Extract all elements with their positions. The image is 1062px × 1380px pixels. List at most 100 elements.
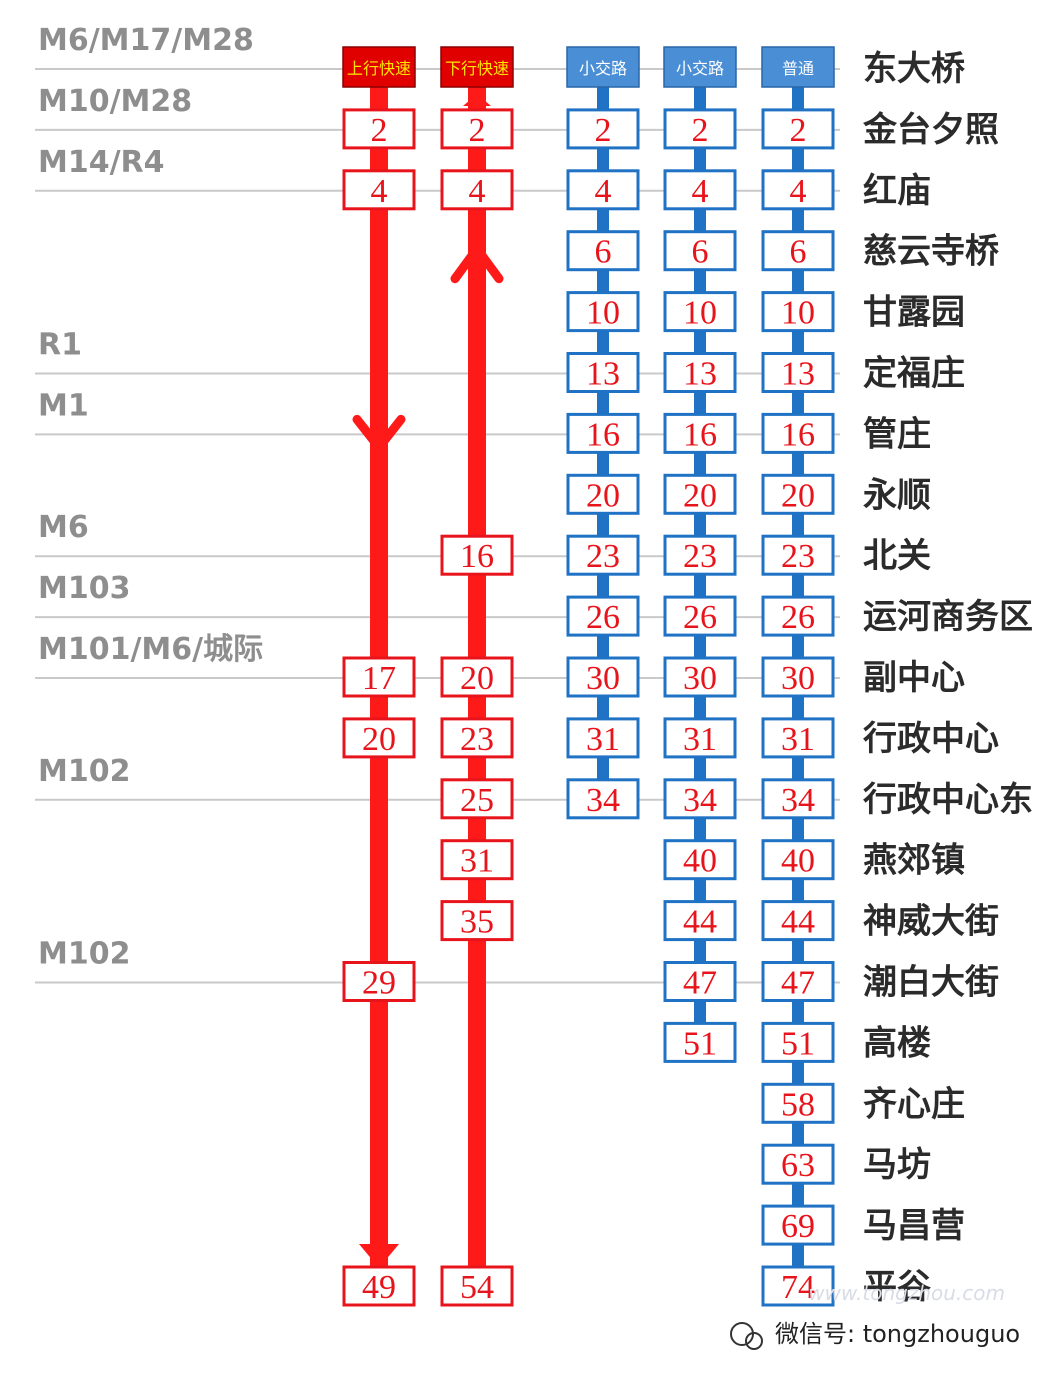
column-header-box [761, 46, 835, 88]
stop-box [663, 595, 737, 637]
stop-box [663, 656, 737, 698]
stop-box [342, 656, 416, 698]
stop-time: 2 [469, 112, 486, 149]
station-name: 永顺 [863, 475, 931, 515]
stop-box [663, 839, 737, 881]
chevron-up-icon [450, 241, 504, 284]
chevron-down-icon [352, 414, 406, 455]
stop-box [342, 717, 416, 759]
station-name: 北关 [863, 536, 931, 576]
stop-time: 4 [371, 173, 388, 210]
stop-time: 30 [781, 660, 815, 697]
stop-box [761, 900, 835, 942]
stop-box [663, 534, 737, 576]
stop-time: 26 [781, 599, 815, 636]
stop-box [440, 839, 514, 881]
stop-box [342, 108, 416, 150]
stop-time: 31 [683, 721, 717, 758]
station-name: 燕郊镇 [863, 841, 965, 881]
stop-time: 16 [683, 416, 717, 453]
arrow-down-icon [359, 1244, 399, 1268]
stop-box [566, 534, 640, 576]
transfer-label: M14/R4 [38, 145, 165, 180]
stop-box [761, 169, 835, 211]
stop-box [566, 717, 640, 759]
wechat-id: 微信号: tongzhouguo [775, 1320, 1020, 1348]
stop-box [342, 1265, 416, 1307]
stop-box [663, 717, 737, 759]
stop-box [761, 717, 835, 759]
stop-box [663, 961, 737, 1002]
arrow-up-icon [463, 94, 491, 106]
transfer-label: M6 [38, 510, 89, 545]
stop-box [440, 534, 514, 576]
station-name: 行政中心 [863, 719, 999, 759]
stop-time: 47 [781, 965, 815, 1002]
stop-box [566, 169, 640, 211]
station-name: 马坊 [863, 1145, 931, 1185]
column-header-label: 普通 [782, 59, 814, 78]
stop-time: 40 [781, 843, 815, 880]
stop-time: 6 [595, 234, 612, 271]
stop-time: 10 [781, 295, 815, 332]
stop-box [761, 595, 835, 637]
stop-box [663, 778, 737, 820]
stop-box [566, 656, 640, 698]
stop-time: 49 [362, 1269, 396, 1306]
station-name: 红庙 [863, 171, 931, 211]
stop-time: 17 [362, 660, 396, 697]
stop-time: 69 [781, 1208, 815, 1245]
stop-box [566, 778, 640, 820]
stop-box [761, 839, 835, 881]
stop-box [663, 473, 737, 515]
transfer-label: M102 [38, 754, 130, 789]
stop-box [761, 352, 835, 393]
stop-box [761, 230, 835, 272]
transfer-label: M6/M17/M28 [38, 23, 254, 58]
stop-time: 34 [781, 782, 815, 819]
stop-time: 30 [586, 660, 620, 697]
stop-time: 44 [683, 904, 717, 941]
stop-box [440, 656, 514, 698]
transfer-label: R1 [38, 328, 82, 363]
column-header-box [566, 46, 640, 88]
column-header-label: 小交路 [676, 59, 724, 78]
stop-time: 20 [683, 477, 717, 514]
stop-box [440, 778, 514, 820]
transfer-label: M102 [38, 937, 130, 972]
stop-time: 29 [362, 965, 396, 1002]
station-name: 副中心 [863, 658, 965, 698]
stop-time: 2 [371, 112, 388, 149]
stop-box [761, 656, 835, 698]
stop-time: 2 [790, 112, 807, 149]
station-name: 潮白大街 [863, 963, 999, 1003]
stop-time: 2 [692, 112, 709, 149]
stop-box [761, 534, 835, 576]
stop-time: 63 [781, 1147, 815, 1184]
transfer-label: M101/M6/城际 [38, 632, 263, 667]
station-name: 慈云寺桥 [863, 232, 999, 272]
station-name: 运河商务区 [863, 597, 1033, 637]
stop-time: 4 [790, 173, 807, 210]
stop-time: 4 [469, 173, 486, 210]
station-name: 定福庄 [863, 354, 965, 394]
column-header-box [342, 46, 416, 88]
stop-box [761, 1143, 835, 1185]
stop-time: 47 [683, 965, 717, 1002]
transfer-label: M103 [38, 571, 130, 606]
stop-box [440, 169, 514, 211]
stop-time: 31 [460, 843, 494, 880]
transfer-label: M10/M28 [38, 84, 192, 119]
station-name: 高楼 [863, 1023, 931, 1063]
stop-time: 20 [362, 721, 396, 758]
stop-box [663, 230, 737, 272]
stop-box [761, 108, 835, 150]
stop-time: 16 [781, 416, 815, 453]
stop-time: 6 [790, 234, 807, 271]
stop-box [663, 412, 737, 454]
stop-time: 58 [781, 1086, 815, 1123]
stop-time: 74 [781, 1269, 815, 1306]
column-header-label: 下行快速 [445, 59, 509, 78]
